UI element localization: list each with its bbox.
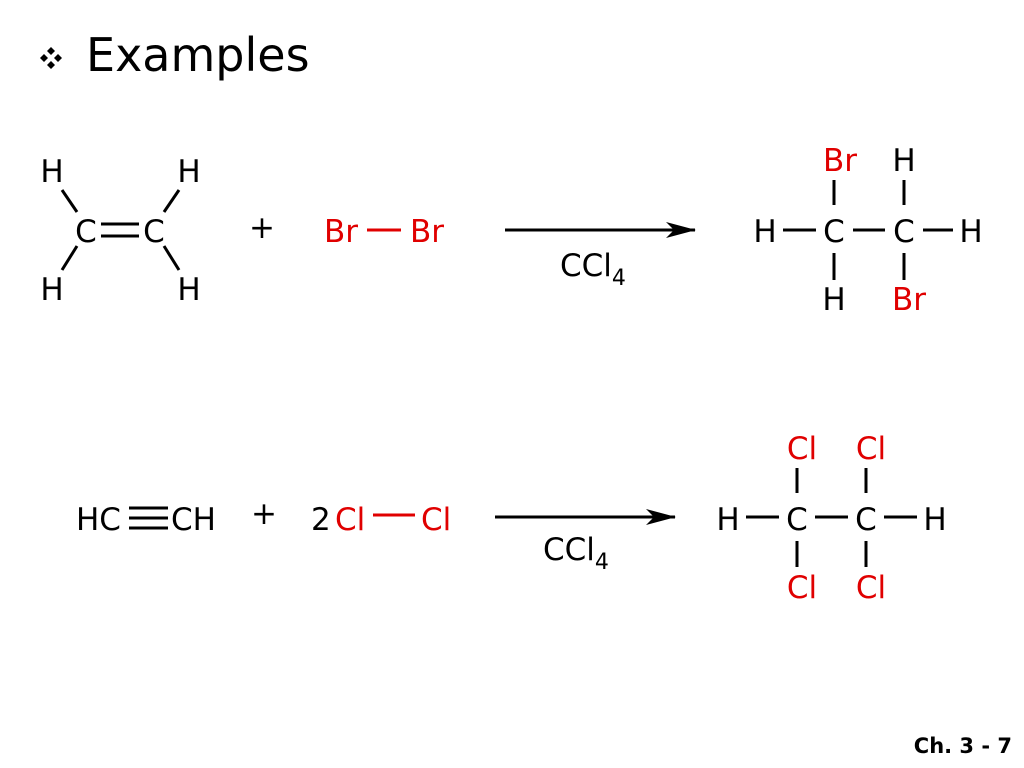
single-bond bbox=[60, 245, 79, 271]
atom-cl: Cl bbox=[421, 502, 451, 538]
atom-cl: Cl bbox=[856, 570, 886, 606]
atom-h: H bbox=[40, 272, 63, 308]
atom-c: C bbox=[786, 502, 808, 538]
slide-title: Examples bbox=[86, 28, 310, 82]
atom-br: Br bbox=[410, 214, 444, 250]
reaction-1: H H H H C C + Br Br CCl4 Br H H C bbox=[40, 143, 982, 318]
atom-c: C bbox=[893, 214, 915, 250]
atom-h: H bbox=[177, 154, 200, 190]
atom-cl: Cl bbox=[856, 431, 886, 467]
single-bond bbox=[162, 189, 181, 213]
atom-h: H bbox=[923, 502, 946, 538]
solvent-label: CCl4 bbox=[560, 248, 626, 291]
atom-c: C bbox=[75, 214, 97, 250]
bromine-molecule: Br Br bbox=[324, 214, 444, 250]
solvent-label: CCl4 bbox=[543, 532, 609, 575]
chlorine-molecule: 2 Cl Cl bbox=[311, 502, 451, 538]
reaction-2: HC CH + 2 Cl Cl CCl4 Cl Cl H C C H Cl Cl bbox=[76, 431, 947, 606]
atom-br: Br bbox=[823, 143, 857, 179]
atom-c: C bbox=[823, 214, 845, 250]
atom-h: H bbox=[822, 282, 845, 318]
diamond-bullet-icon bbox=[40, 47, 62, 69]
plus-sign: + bbox=[251, 496, 277, 532]
group-ch: CH bbox=[171, 502, 216, 538]
atom-c: C bbox=[143, 214, 165, 250]
dibromoethane-molecule: Br H H C C H H Br bbox=[753, 143, 982, 318]
single-bond bbox=[162, 245, 181, 271]
atom-h: H bbox=[892, 143, 915, 179]
atom-h: H bbox=[753, 214, 776, 250]
group-hc: HC bbox=[76, 502, 121, 538]
atom-h: H bbox=[716, 502, 739, 538]
coefficient: 2 bbox=[311, 502, 331, 538]
atom-h: H bbox=[177, 272, 200, 308]
atom-cl: Cl bbox=[335, 502, 365, 538]
tetrachloroethane-molecule: Cl Cl H C C H Cl Cl bbox=[716, 431, 946, 606]
atom-cl: Cl bbox=[787, 431, 817, 467]
atom-c: C bbox=[855, 502, 877, 538]
ethyne-molecule: HC CH bbox=[76, 502, 216, 538]
atom-br: Br bbox=[324, 214, 358, 250]
ethene-molecule: H H H H C C bbox=[40, 154, 200, 308]
page-number: Ch. 3 - 7 bbox=[913, 734, 1012, 758]
atom-cl: Cl bbox=[787, 570, 817, 606]
atom-h: H bbox=[40, 154, 63, 190]
atom-h: H bbox=[959, 214, 982, 250]
slide-title-row: Examples bbox=[38, 28, 310, 82]
atom-br: Br bbox=[892, 282, 926, 318]
single-bond bbox=[60, 189, 79, 213]
plus-sign: + bbox=[249, 210, 275, 246]
